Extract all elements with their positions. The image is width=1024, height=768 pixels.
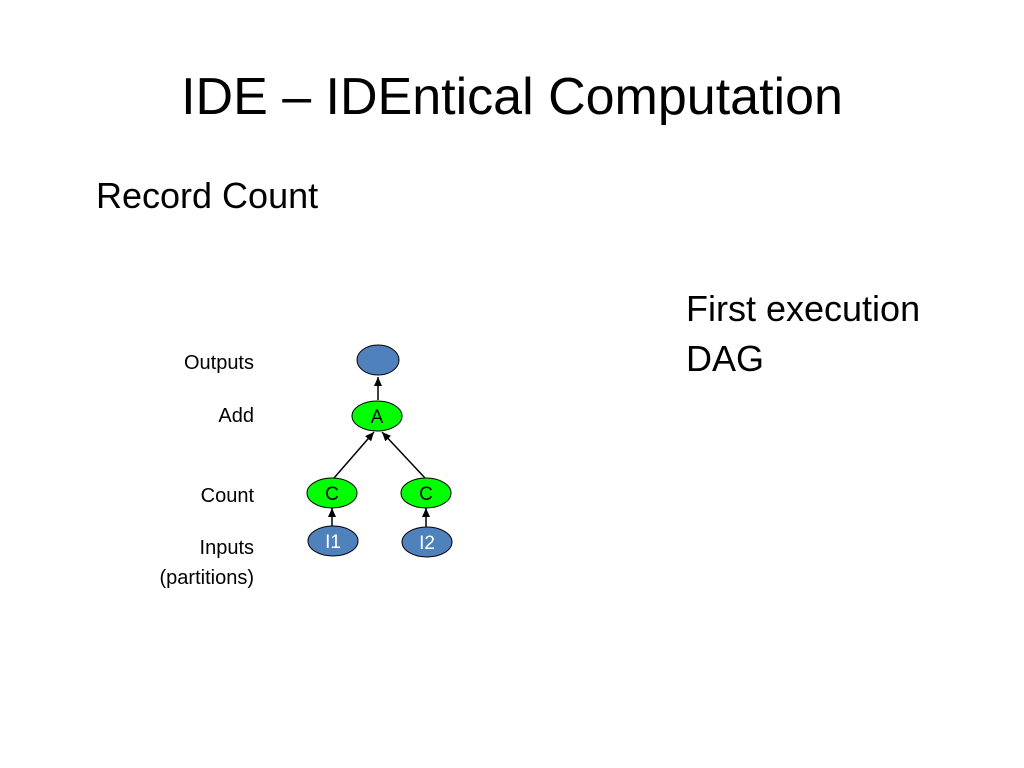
slide-subtitle: Record Count [96,175,319,216]
node-add: A [351,400,403,432]
side-note: First execution DAG [686,284,920,384]
node-count-left: C [306,477,358,509]
node-add-label: A [371,407,384,428]
node-input-right-shape [401,526,453,558]
node-count-right-label: C [419,484,433,505]
node-add-shape [351,400,403,432]
edge-count-left-to-add [333,431,375,479]
node-output-shape [356,344,400,376]
node-output [356,344,400,376]
node-input-right: I2 [401,526,453,558]
node-input-left-shape [307,525,359,557]
node-count-right: C [400,477,452,509]
node-input-right-label: I2 [419,533,435,554]
side-note-line-1: First execution [686,288,921,329]
slide-title: IDE – IDEntical Computation [181,68,843,126]
edge-count-right-to-add [381,431,426,479]
row-label-add: Add [218,405,254,427]
row-label-partitions: (partitions) [160,567,254,589]
row-label-outputs: Outputs [184,352,254,374]
node-count-right-shape [400,477,452,509]
node-count-left-label: C [325,484,339,505]
row-label-inputs: Inputs [200,537,254,559]
side-note-line-2: DAG [686,338,765,379]
row-label-count: Count [201,485,255,507]
node-input-left-label: I1 [325,532,341,553]
node-input-left: I1 [307,525,359,557]
node-count-left-shape [306,477,358,509]
